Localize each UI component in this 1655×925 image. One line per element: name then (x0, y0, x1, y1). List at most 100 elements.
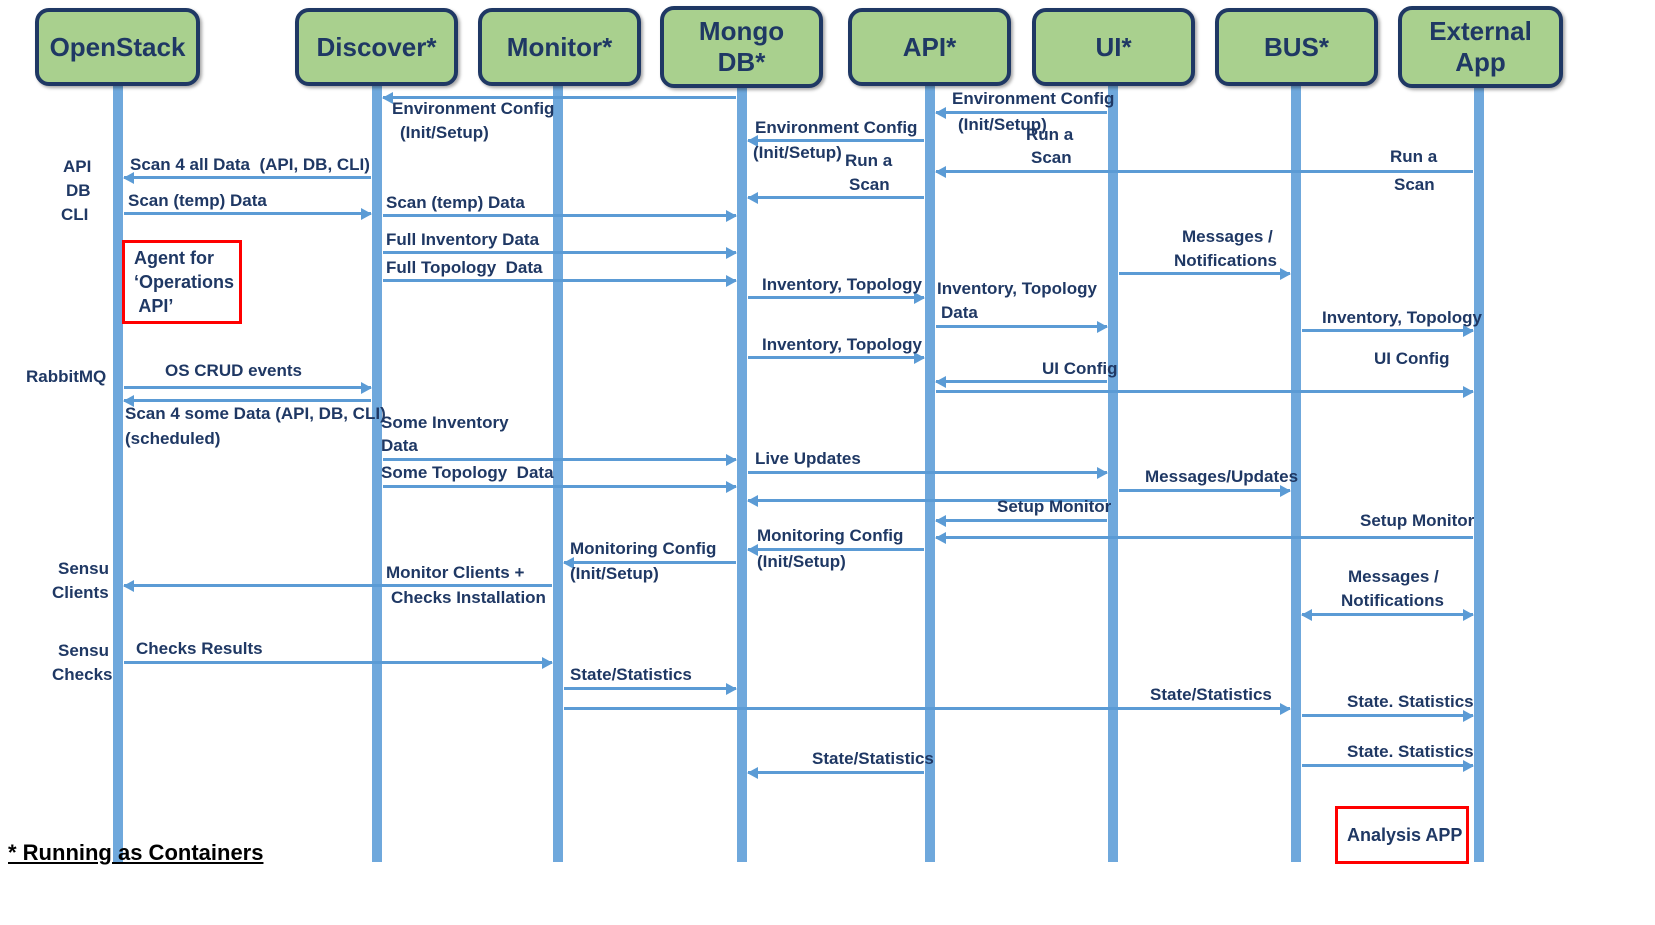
arrow-head-icon (726, 454, 737, 466)
actor-discover: Discover* (295, 8, 458, 86)
lifeline-monitor (553, 86, 563, 862)
message-label: Inventory, Topology (1322, 308, 1482, 327)
arrow-head-icon (747, 495, 758, 507)
message-label: Environment Config (755, 118, 918, 137)
arrow-head-icon (1280, 268, 1291, 280)
lifeline-mongodb (737, 86, 747, 862)
arrow-head-icon (1280, 485, 1291, 497)
message-line (1302, 613, 1473, 616)
message-line (1119, 489, 1290, 492)
arrow-head-icon (123, 172, 134, 184)
message-label: Inventory, Topology (762, 335, 922, 354)
message-label: Scan (1031, 148, 1072, 167)
message-line (936, 325, 1107, 328)
actor-openstack: OpenStack (35, 8, 200, 86)
arrow-head-icon (935, 376, 946, 388)
arrow-head-icon (123, 580, 134, 592)
message-label: Messages / (1348, 567, 1439, 586)
message-label: Full Topology Data (386, 258, 543, 277)
arrow-head-icon (563, 557, 574, 569)
message-label: Notifications (1174, 251, 1277, 270)
message-label: (scheduled) (125, 429, 221, 448)
message-label: UI Config (1374, 349, 1450, 368)
actor-ui: UI* (1032, 8, 1195, 86)
message-line (936, 380, 1107, 383)
message-label: Environment Config (952, 89, 1115, 108)
message-label: State. Statistics (1347, 692, 1474, 711)
message-line (748, 771, 924, 774)
message-label: (Init/Setup) (757, 552, 846, 571)
message-label: (Init/Setup) (753, 143, 842, 162)
arrow-head-icon (935, 107, 946, 119)
analysis-app-callout: Analysis APP (1335, 806, 1469, 864)
arrow-head-icon (914, 292, 925, 304)
arrow-head-icon (1463, 386, 1474, 398)
arrow-head-icon (1463, 760, 1474, 772)
message-line (748, 196, 924, 199)
arrow-head-icon (1463, 710, 1474, 722)
lifeline-openstack (113, 86, 123, 862)
actor-label: API* (902, 31, 957, 62)
message-line (1119, 272, 1290, 275)
arrow-head-icon (726, 683, 737, 695)
message-line (383, 279, 736, 282)
lifeline-api (925, 86, 935, 862)
message-label: State/Statistics (812, 749, 934, 768)
message-line (748, 356, 924, 359)
arrow-head-icon (747, 135, 758, 147)
side-label: Clients (52, 583, 109, 602)
message-label: Setup Monitor (997, 497, 1112, 516)
message-line (383, 251, 736, 254)
side-label: Sensu (58, 641, 110, 660)
arrow-head-icon (382, 92, 393, 104)
message-label: Some Topology Data (381, 463, 554, 482)
callout-label: Analysis APP (1347, 825, 1463, 845)
message-line (748, 296, 924, 299)
arrow-head-icon (542, 657, 553, 669)
message-label: Monitoring Config (757, 526, 904, 545)
message-line (124, 584, 552, 587)
actor-label: External (1429, 16, 1532, 46)
message-line (383, 485, 736, 488)
message-label: State/Statistics (1150, 685, 1272, 704)
message-label: Scan (temp) Data (128, 191, 267, 210)
message-label: OS CRUD events (165, 361, 302, 380)
arrow-head-icon (1280, 703, 1291, 715)
message-label: Messages / (1182, 227, 1273, 246)
callout-label: API’ (134, 296, 174, 316)
message-label: Checks Results (136, 639, 263, 658)
arrow-head-icon (1463, 609, 1474, 621)
message-line (748, 499, 1107, 502)
message-line (383, 458, 736, 461)
message-label: Setup Monitor (1360, 511, 1475, 530)
message-line (564, 561, 736, 564)
actor-label: Mongo (698, 16, 785, 46)
message-label: (Init/Setup) (570, 564, 659, 583)
message-label: Checks Installation (391, 588, 546, 607)
message-line (124, 661, 552, 664)
actor-monitor: Monitor* (478, 8, 641, 86)
side-label: CLI (61, 205, 89, 224)
message-line (936, 519, 1107, 522)
message-line (124, 212, 371, 215)
message-line (124, 386, 371, 389)
arrow-head-icon (361, 382, 372, 394)
message-label: Run a (1390, 147, 1438, 166)
message-label: Scan (1394, 175, 1435, 194)
agent-operations-api-callout: Agent for‘Operations API’ (122, 240, 242, 324)
message-label: Data (941, 303, 978, 322)
message-label: Monitoring Config (570, 539, 717, 558)
arrow-head-icon (726, 247, 737, 259)
lifeline-ui (1108, 86, 1118, 862)
side-label: DB (66, 181, 91, 200)
message-label: Some Inventory (381, 413, 509, 432)
message-line (124, 176, 371, 179)
actor-label: UI* (1095, 31, 1132, 62)
message-label: Live Updates (755, 449, 861, 468)
message-label: (Init/Setup) (400, 123, 489, 142)
actor-label: Discover* (316, 31, 437, 62)
message-line (936, 536, 1473, 539)
message-label: Scan (849, 175, 890, 194)
